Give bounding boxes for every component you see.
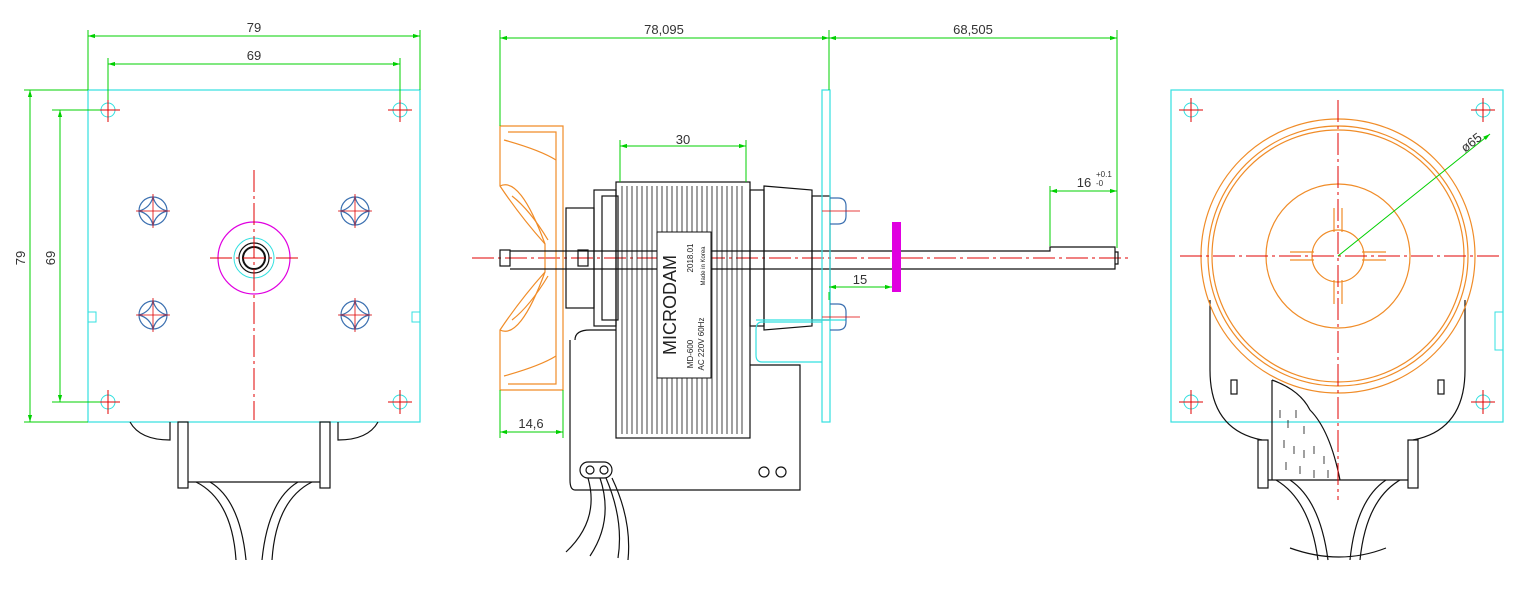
side-length-right: 68,505 bbox=[953, 22, 993, 37]
side-length-left: 78,095 bbox=[644, 22, 684, 37]
rear-diameter: ø65 bbox=[1458, 130, 1485, 156]
front-shaft-hub bbox=[210, 170, 300, 420]
side-mounting-plate bbox=[755, 89, 846, 423]
front-width-holes: 69 bbox=[247, 48, 261, 63]
rear-mounting-plate bbox=[1170, 89, 1504, 423]
side-hub-offset: 15 bbox=[853, 272, 867, 287]
label-origin: Made in Korea bbox=[701, 246, 707, 286]
front-dimensions bbox=[24, 30, 421, 423]
label-date: 2018.01 bbox=[686, 243, 695, 272]
side-label-plate bbox=[656, 231, 712, 379]
side-tolerance-minus: -0 bbox=[1096, 179, 1104, 188]
label-model: MD-600 bbox=[686, 339, 695, 368]
front-mounting-plate bbox=[87, 89, 421, 423]
side-dimensions bbox=[499, 30, 1118, 438]
side-screws bbox=[822, 197, 860, 331]
front-height-holes: 69 bbox=[43, 251, 58, 265]
front-width-outer: 79 bbox=[247, 20, 261, 35]
label-rating: AC 220V 60Hz bbox=[697, 318, 706, 371]
side-tolerance-plus: +0.1 bbox=[1096, 170, 1112, 179]
side-terminal-block bbox=[565, 461, 787, 561]
label-brand: MICRODAM bbox=[660, 255, 680, 355]
rear-corner-holes bbox=[1179, 98, 1495, 414]
side-fan-blade bbox=[499, 125, 564, 391]
front-view: 79 69 79 69 bbox=[13, 20, 421, 561]
rear-diameter-dimension bbox=[1337, 133, 1491, 257]
side-fan-depth: 14,6 bbox=[518, 416, 543, 431]
side-view: MICRODAM MD-600 AC 220V 60Hz 2018.01 Mad… bbox=[472, 22, 1130, 561]
rear-view: ø65 bbox=[1170, 89, 1504, 561]
front-height-outer: 79 bbox=[13, 251, 28, 265]
front-corner-holes bbox=[96, 98, 412, 414]
side-hub bbox=[892, 222, 901, 292]
front-cable-bracket bbox=[129, 421, 379, 561]
side-shaft bbox=[499, 246, 1119, 270]
rear-winding-hatch bbox=[1279, 410, 1329, 478]
side-core-width: 30 bbox=[676, 132, 690, 147]
side-flat-length: 16 bbox=[1077, 175, 1091, 190]
